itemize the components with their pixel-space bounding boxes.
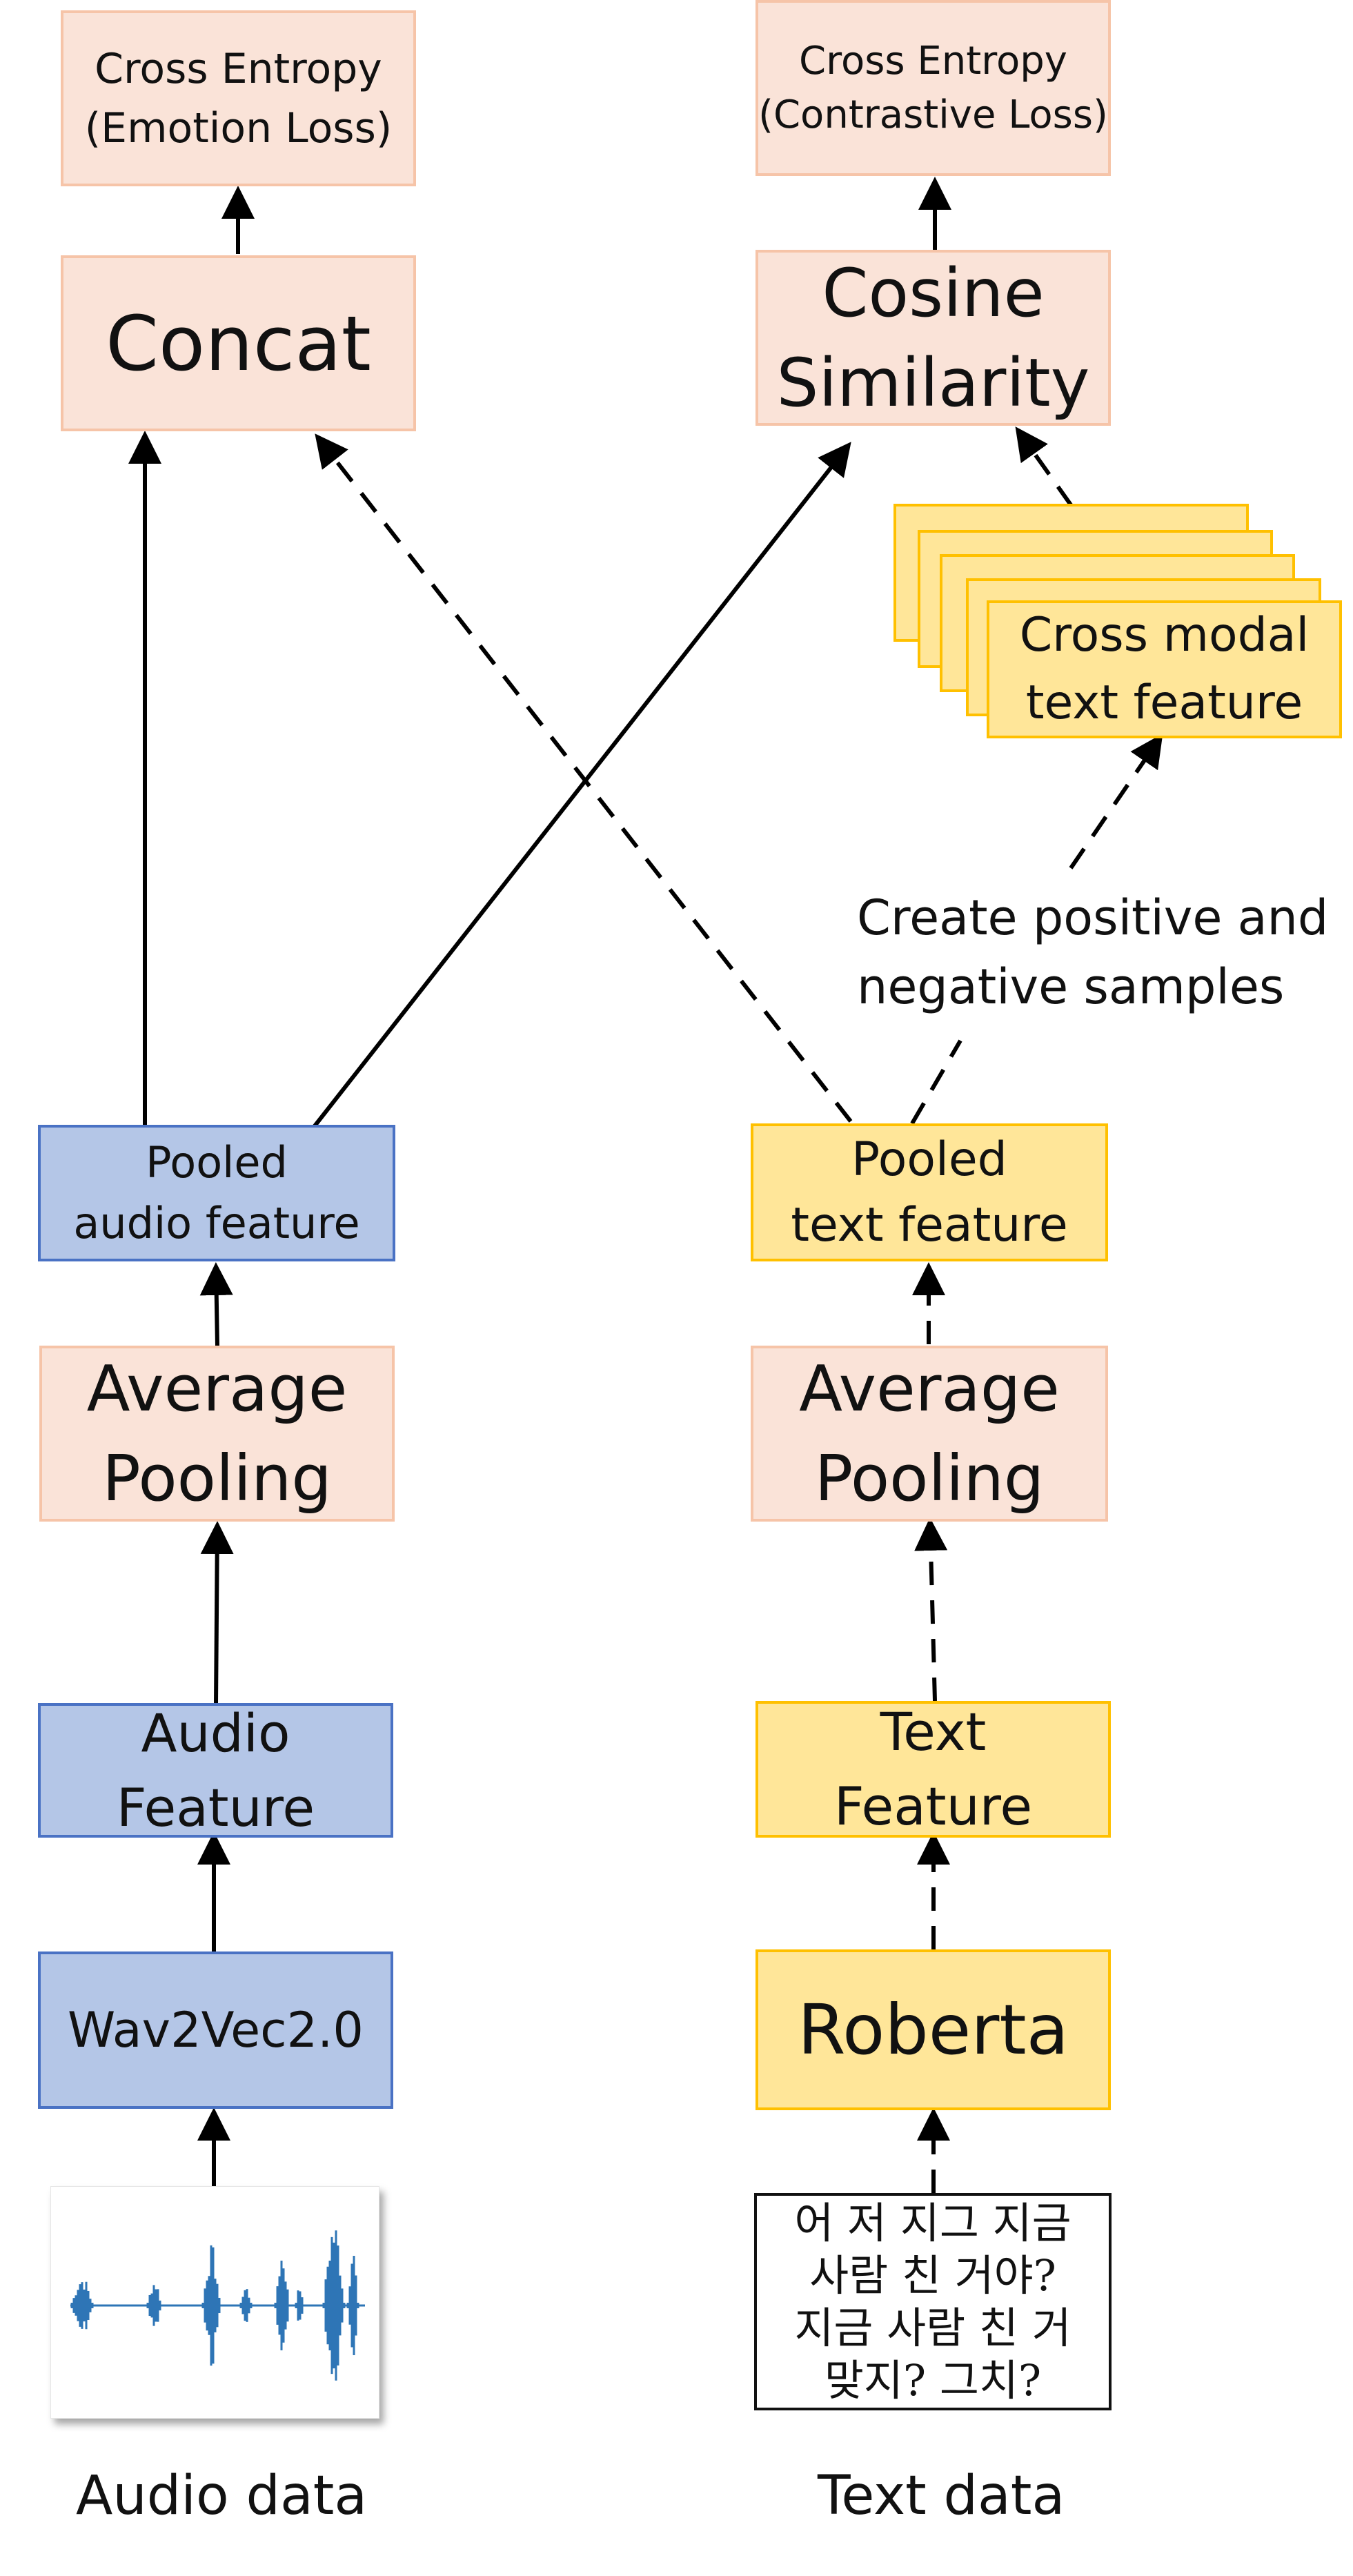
text-pooling-line-2: Pooling xyxy=(814,1441,1045,1515)
arrow-pooled-audio-to-cosine xyxy=(312,442,851,1128)
cross-modal-text-feature-box: Cross modal text feature xyxy=(987,600,1342,738)
cosine-line-1: Cosine xyxy=(822,254,1045,332)
cross-modal-line-2: text feature xyxy=(1025,676,1303,730)
korean-line-4: 맞지? 그치? xyxy=(824,2354,1042,2406)
audio-waveform-thumbnail xyxy=(50,2186,379,2419)
contrastive-loss-line-2: (Contrastive Loss) xyxy=(758,92,1108,137)
korean-line-2: 사람 친 거야? xyxy=(809,2250,1056,2301)
audio-waveform-icon xyxy=(70,2230,365,2381)
wav2vec-box: Wav2Vec2.0 xyxy=(38,1951,393,2109)
text-feature-line-1: Text xyxy=(880,1701,987,1762)
sample-note-line-2: negative samples xyxy=(857,958,1285,1015)
pooled-text-feature-box: Pooled text feature xyxy=(751,1123,1108,1261)
pooled-text-line-1: Pooled xyxy=(851,1132,1007,1187)
pooled-text-line-2: text feature xyxy=(791,1198,1068,1252)
audio-feature-line-2: Feature xyxy=(116,1776,315,1838)
audio-data-caption-text: Audio data xyxy=(76,2465,368,2527)
contrastive-loss-line-1: Cross Entropy xyxy=(799,38,1067,83)
concat-label: Concat xyxy=(106,299,371,388)
concat-box: Concat xyxy=(61,255,416,431)
audio-feature-line-1: Audio xyxy=(141,1702,290,1764)
audio-data-caption: Audio data xyxy=(76,2465,367,2527)
arrow-text-feature-to-pooling xyxy=(914,1517,948,1702)
text-data-caption-text: Text data xyxy=(818,2465,1065,2527)
text-feature-line-2: Feature xyxy=(833,1776,1033,1837)
wav2vec-label: Wav2Vec2.0 xyxy=(68,2002,364,2058)
contrastive-loss-box: Cross Entropy (Contrastive Loss) xyxy=(755,0,1111,176)
cosine-similarity-box: Cosine Similarity xyxy=(755,250,1111,426)
audio-pooling-line-2: Pooling xyxy=(102,1441,332,1515)
korean-line-1: 어 저 지그 지금 xyxy=(794,2197,1071,2248)
audio-feature-box: Audio Feature xyxy=(38,1702,393,1838)
pooled-audio-line-1: Pooled xyxy=(146,1137,288,1188)
arrow-pooled-text-to-sample-note xyxy=(910,1039,962,1125)
arrow-audio-pooling-to-pooled xyxy=(199,1262,233,1346)
text-pooling-line-1: Average xyxy=(799,1351,1060,1426)
text-feature-box: Text Feature xyxy=(755,1701,1111,1838)
korean-line-3: 지금 사람 친 거 xyxy=(794,2302,1071,2353)
roberta-label: Roberta xyxy=(798,1989,1069,2070)
pooled-audio-feature-box: Pooled audio feature xyxy=(38,1125,395,1261)
roberta-box: Roberta xyxy=(755,1949,1111,2110)
arrow-pooled-text-to-concat xyxy=(315,433,853,1123)
text-input-sample: 어 저 지그 지금 사람 친 거야? 지금 사람 친 거 맞지? 그치? xyxy=(754,2193,1112,2410)
cross-modal-line-1: Cross modal xyxy=(1019,608,1310,662)
cosine-line-2: Similarity xyxy=(776,344,1090,422)
audio-pooling-line-1: Average xyxy=(86,1351,348,1426)
emotion-loss-line-2: (Emotion Loss) xyxy=(84,104,393,153)
pooled-audio-line-2: audio feature xyxy=(73,1198,360,1248)
emotion-loss-line-1: Cross Entropy xyxy=(95,44,382,93)
text-data-caption: Text data xyxy=(818,2465,1065,2527)
audio-average-pooling-box: Average Pooling xyxy=(39,1346,395,1522)
text-average-pooling-box: Average Pooling xyxy=(751,1346,1108,1522)
arrow-cross-modal-to-cosine xyxy=(1015,426,1074,507)
sample-note: Create positive and negative samples xyxy=(857,883,1328,1021)
emotion-loss-box: Cross Entropy (Emotion Loss) xyxy=(61,10,416,186)
arrow-sample-note-to-cross-modal xyxy=(1069,734,1163,869)
arrow-audio-feature-to-pooling xyxy=(200,1521,234,1705)
sample-note-line-1: Create positive and xyxy=(857,889,1329,946)
